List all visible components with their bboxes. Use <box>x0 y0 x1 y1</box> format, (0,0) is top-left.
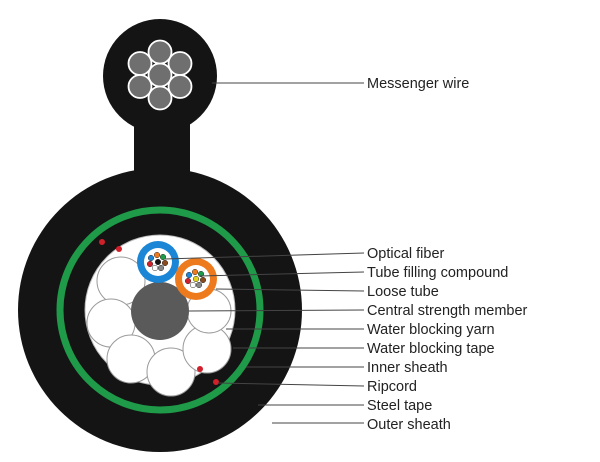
steel-tape-ring <box>56 206 264 414</box>
messenger-wire-assembly <box>103 19 217 185</box>
label-messenger-wire: Messenger wire <box>367 76 469 92</box>
optical-fibers-blue <box>146 251 169 272</box>
ripcord-dot <box>213 379 219 385</box>
main-cable <box>18 168 302 452</box>
label-ripcord: Ripcord <box>367 379 417 395</box>
label-water-blocking-tape: Water blocking tape <box>367 341 495 357</box>
label-loose-tube: Loose tube <box>367 284 439 300</box>
label-inner-sheath: Inner sheath <box>367 360 448 376</box>
label-central-strength-member: Central strength member <box>367 303 528 319</box>
label-water-blocking-yarn: Water blocking yarn <box>367 322 495 338</box>
loose-tube-blue <box>137 241 179 283</box>
label-tube-filling-compound: Tube filling compound <box>367 265 508 281</box>
label-outer-sheath: Outer sheath <box>367 417 451 433</box>
optical-fibers-orange <box>184 268 207 289</box>
ripcord-dot <box>197 366 203 372</box>
ripcord-dot <box>116 246 122 252</box>
label-optical-fiber: Optical fiber <box>367 246 445 262</box>
label-steel-tape: Steel tape <box>367 398 432 414</box>
filler-rods <box>86 256 232 397</box>
labels: Messenger wire Optical fiber Tube fillin… <box>367 76 528 433</box>
leader-lines <box>164 82 365 424</box>
loose-tube-orange <box>175 258 217 300</box>
messenger-strands <box>127 39 193 111</box>
ripcord-dot <box>99 239 105 245</box>
central-strength-member <box>131 282 189 340</box>
